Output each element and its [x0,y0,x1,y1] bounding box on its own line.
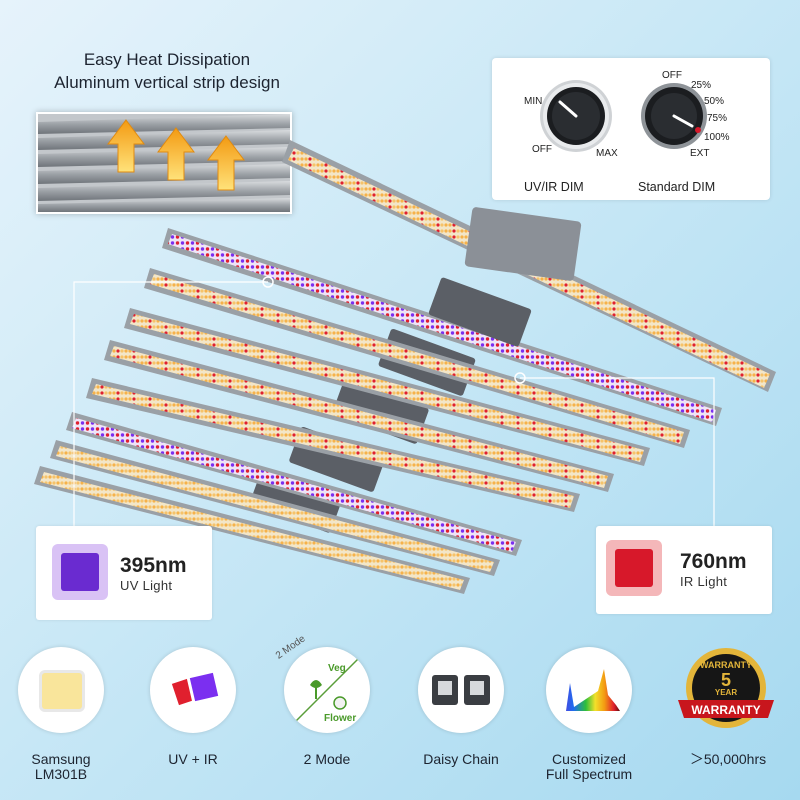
std-50-label: 50% [704,96,725,107]
veg-label: Veg [328,663,346,674]
two-mode-icon: Veg Flower [284,647,370,733]
heatsink-fins-image [38,114,290,212]
ir-label: IR Light [680,574,728,589]
std-ext-label: EXT [690,148,710,159]
daisy-chain-icon [418,647,504,733]
uvir-max-label: MAX [596,148,618,159]
warranty-bottom-text: WARRANTY [691,703,761,717]
feature-samsung: Samsung LM301B [31,751,91,782]
full-spectrum-chart-icon [546,647,632,733]
uvir-dim-knob-icon[interactable] [538,78,614,154]
ir-light-callout: 760nm IR Light [596,526,772,614]
warranty-top-text: WARRANTY [700,660,752,670]
uvir-dim-caption: UV/IR DIM [524,180,584,194]
std-100-label: 100% [704,132,730,143]
heat-dissipation-closeup [36,112,292,214]
uv-light-callout: 395nm UV Light [36,526,212,620]
feature-2-mode: 2 Mode [303,751,351,767]
standard-dim-knob-icon[interactable] [640,82,708,150]
std-75-label: 75% [707,113,728,124]
flower-label: Flower [324,713,357,724]
headline-line2: Aluminum vertical strip design [54,73,280,92]
warranty-seal-icon: WARRANTY 5 YEAR WARRANTY [672,646,780,736]
feature-uv-ir: UV + IR [168,751,218,767]
uv-ir-chips-icon [150,647,236,733]
headline: Easy Heat Dissipation Aluminum vertical … [22,48,312,94]
warranty-number: 5 [720,670,731,690]
standard-dim-caption: Standard DIM [638,180,716,194]
uvir-off-label: OFF [532,144,552,155]
ir-led-swatch-icon [606,540,662,596]
uvir-min-label: MIN [524,96,543,107]
headline-line1: Easy Heat Dissipation [83,50,251,69]
feature-lifespan: ＞50,000hrs [689,751,767,767]
feature-daisy-chain: Daisy Chain [423,751,499,767]
uv-wavelength: 395nm [120,554,187,577]
ir-wavelength: 760nm [680,550,747,573]
warranty-year: YEAR [714,688,738,697]
feature-full-spectrum: Customized Full Spectrum [545,751,633,782]
samsung-chip-icon [18,647,104,733]
uv-label: UV Light [120,578,173,593]
std-off-label: OFF [662,70,682,81]
std-25-label: 25% [691,80,712,91]
heat-arrow-icon [107,119,245,191]
dimmer-panel: MIN OFF MAX UV/IR DIM OFF 25% 50% 75% 10… [492,58,770,200]
uv-led-swatch-icon [52,544,108,600]
